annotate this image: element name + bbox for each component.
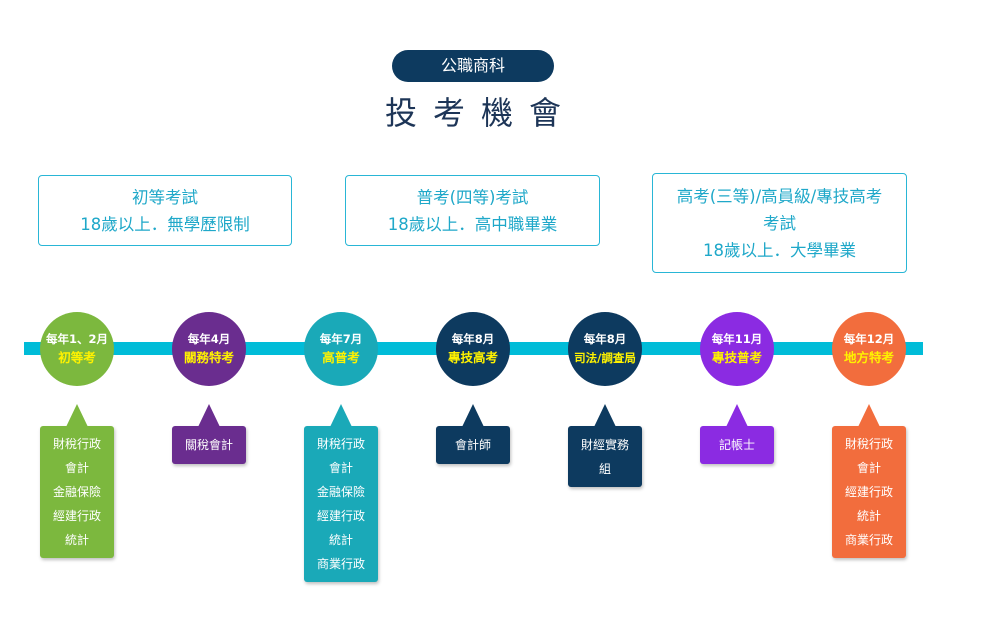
node-exam-name: 高普考 [322, 349, 360, 365]
box-line: 普考(四等)考試 [416, 187, 529, 207]
subject-item: 會計 [328, 461, 353, 475]
node-month: 每年11月 [711, 331, 763, 346]
timeline-node: 每年7月高普考 [304, 312, 378, 386]
box-line: 初等考試 [132, 187, 198, 207]
category-pill: 公職商科 [392, 50, 554, 82]
subject-callout: 財經實務組 [568, 404, 642, 487]
box-line: 考試 [763, 213, 796, 233]
subject-callout: 會計師 [436, 404, 510, 464]
timeline-node: 每年4月關務特考 [172, 312, 246, 386]
box-line: 18歲以上．無學歷限制 [80, 214, 250, 234]
node-exam-name: 關務特考 [183, 349, 234, 365]
subject-item: 經建行政 [52, 509, 101, 523]
subject-item: 會計師 [454, 438, 491, 452]
subject-item: 關稅會計 [184, 438, 233, 452]
subject-item: 會計 [64, 461, 89, 475]
node-month: 每年12月 [843, 331, 895, 346]
subject-item: 經建行政 [316, 509, 365, 523]
subject-item: 金融保險 [52, 485, 101, 499]
subject-callout: 關稅會計 [172, 404, 246, 464]
subject-callout: 財稅行政會計金融保險經建行政統計商業行政 [304, 404, 378, 582]
subject-item: 商業行政 [844, 533, 893, 547]
subject-item: 會計 [856, 461, 881, 475]
subject-item: 記帳士 [718, 438, 755, 452]
node-month: 每年7月 [319, 331, 363, 346]
subject-item: 金融保險 [316, 485, 365, 499]
subject-item: 統計 [856, 509, 881, 523]
subject-item: 財稅行政 [316, 437, 365, 451]
timeline-node: 每年8月司法/調查局 [568, 312, 642, 386]
subject-callout: 財稅行政會計金融保險經建行政統計 [40, 404, 114, 558]
subject-callout: 記帳士 [700, 404, 774, 464]
node-month: 每年8月 [451, 331, 495, 346]
subject-item: 統計 [64, 533, 89, 547]
node-month: 每年8月 [583, 331, 627, 346]
subject-item: 組 [598, 461, 611, 476]
subject-item: 統計 [328, 533, 353, 547]
node-exam-name: 地方特考 [843, 349, 894, 365]
node-exam-name: 司法/調查局 [574, 350, 636, 365]
node-month: 每年1、2月 [45, 331, 108, 346]
subject-callout: 財稅行政會計經建行政統計商業行政 [832, 404, 906, 558]
box-line: 18歲以上．大學畢業 [703, 240, 856, 260]
node-month: 每年4月 [187, 331, 231, 346]
exam-level-box-elementary: 初等考試 18歲以上．無學歷限制 [38, 175, 292, 246]
exam-level-box-ordinary: 普考(四等)考試 18歲以上．高中職畢業 [345, 175, 600, 246]
timeline-node: 每年8月專技高考 [436, 312, 510, 386]
box-line: 高考(三等)/高員級/專技高考 [676, 186, 883, 206]
node-exam-name: 初等考 [58, 349, 96, 365]
subject-item: 經建行政 [844, 485, 893, 499]
box-line: 18歲以上．高中職畢業 [387, 214, 558, 234]
node-exam-name: 專技高考 [447, 349, 498, 365]
subject-item: 財經實務 [580, 437, 629, 452]
subject-item: 財稅行政 [52, 437, 101, 451]
exam-level-box-senior: 高考(三等)/高員級/專技高考 考試 18歲以上．大學畢業 [652, 173, 907, 273]
timeline-node: 每年11月專技普考 [700, 312, 774, 386]
timeline-node: 每年1、2月初等考 [40, 312, 114, 386]
subject-item: 商業行政 [316, 557, 365, 571]
subject-item: 財稅行政 [844, 437, 893, 451]
node-exam-name: 專技普考 [711, 349, 762, 365]
timeline-node: 每年12月地方特考 [832, 312, 906, 386]
page-title: 投考機會 [384, 94, 577, 132]
